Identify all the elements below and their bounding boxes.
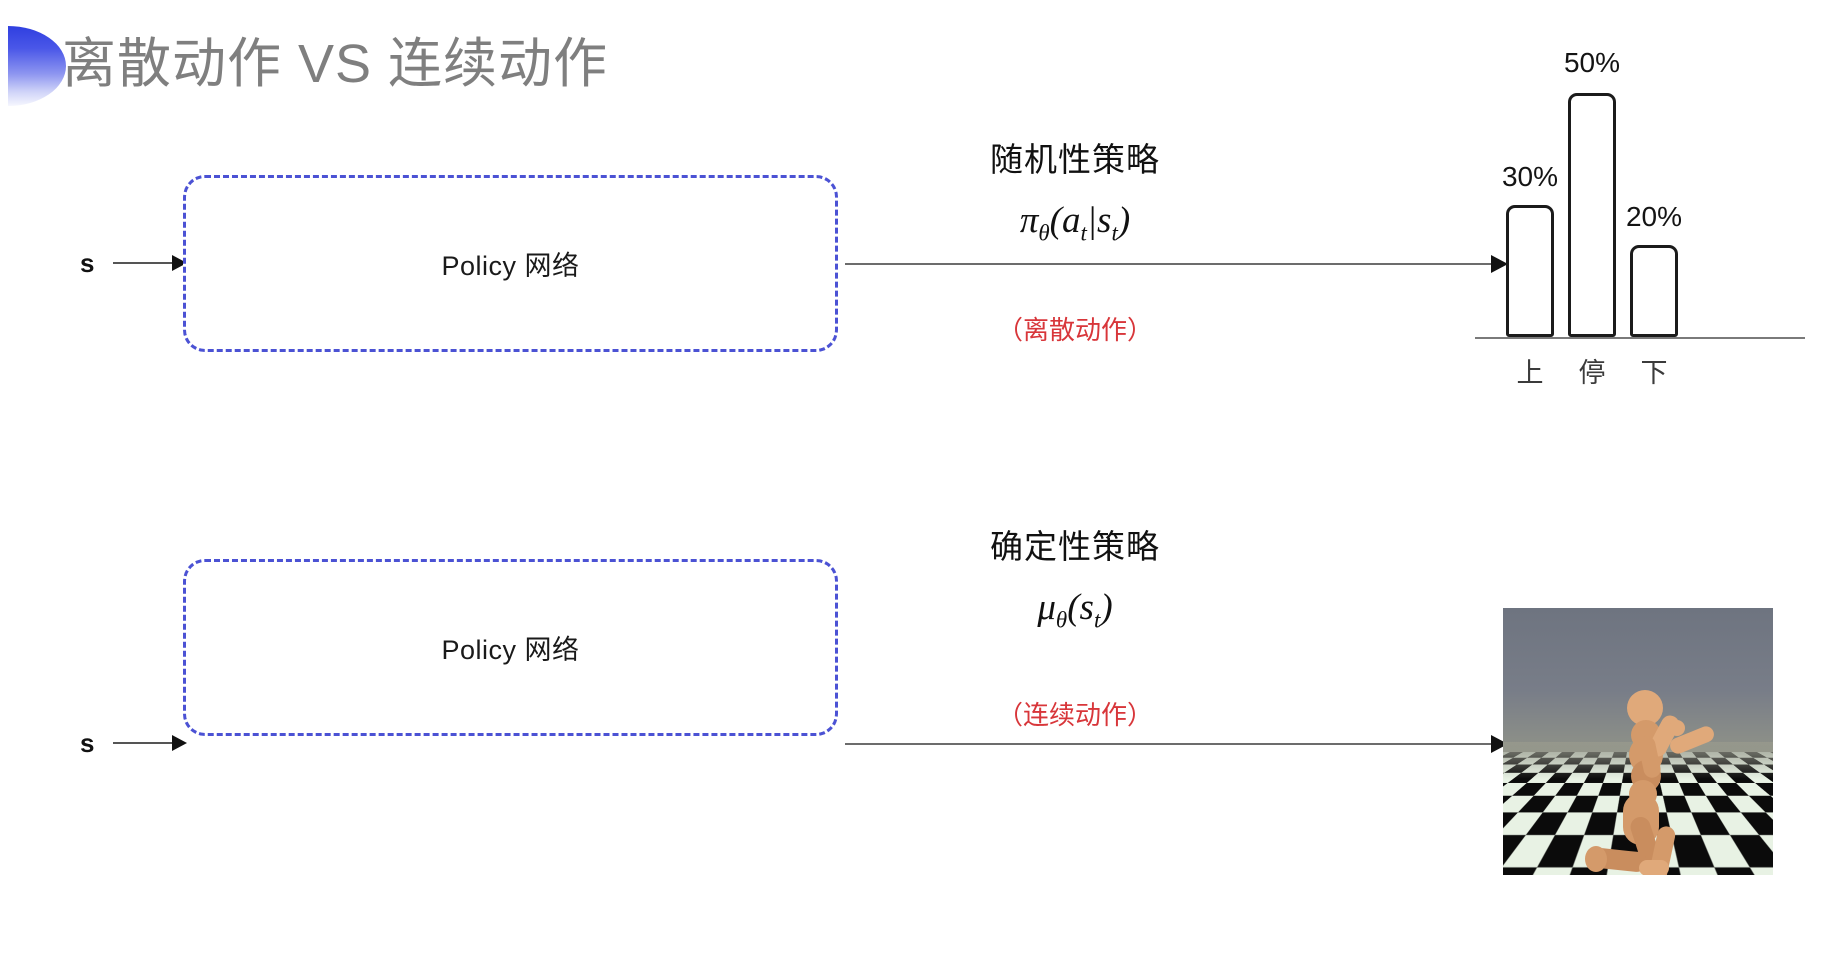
bar-category-2: 下 [1640,358,1668,388]
policy-network-label-discrete: Policy 网络 [441,251,580,281]
discrete-action-row: s Policy 网络 随机性策略 πθ(at|st) （离散动作） 30% 上… [80,47,1815,425]
policy-network-box-discrete[interactable]: Policy 网络 [183,175,838,352]
bar-category-1: 停 [1578,358,1606,388]
discrete-action-note: （离散动作） [996,315,1153,345]
bar-group-0: 30% 上 [1502,161,1558,388]
humanoid-hand-right [1669,720,1685,736]
stochastic-policy-formula: πθ(at|st) [1019,200,1131,246]
action-probability-bar-chart: 30% 上 50% 停 20% 下 [1470,47,1815,425]
bar-shape-1 [1568,93,1616,337]
deterministic-policy-formula: μθ(st) [1037,587,1113,633]
humanoid-foot-left [1639,860,1669,875]
bar-shape-2 [1630,245,1678,337]
state-input-label-continuous: s [80,728,95,758]
chart-baseline-axis [1475,337,1805,339]
policy-network-box-continuous[interactable]: Policy 网络 [183,559,838,736]
bar-shape-0 [1506,205,1554,337]
page-title: 离散动作 VS 连续动作 [62,34,609,94]
output-arrow-discrete [845,255,1508,273]
bar-value-0: 30% [1501,161,1559,192]
policy-network-label-continuous: Policy 网络 [441,635,580,665]
bar-group-1: 50% 停 [1564,47,1620,388]
continuous-action-note: （连续动作） [996,700,1153,730]
output-arrow-continuous [845,735,1508,753]
input-arrow-continuous [113,735,187,751]
bar-value-2: 20% [1625,201,1683,232]
humanoid-knee-left [1585,846,1607,872]
humanoid-simulation-image [1503,608,1773,875]
stochastic-policy-name: 随机性策略 [990,141,1160,178]
deterministic-policy-caption: 确定性策略 μθ(st) [925,520,1225,633]
state-input-label-discrete: s [80,248,95,278]
bar-group-2: 20% 下 [1626,201,1682,388]
stochastic-policy-caption: 随机性策略 πθ(at|st) [925,133,1225,246]
bar-value-1: 50% [1563,47,1621,78]
continuous-action-row: s Policy 网络 确定性策略 μθ(st) （连续动作） [0,470,1846,966]
deterministic-policy-name: 确定性策略 [990,528,1160,565]
bar-category-0: 上 [1516,358,1544,388]
input-arrow-discrete [113,255,187,271]
